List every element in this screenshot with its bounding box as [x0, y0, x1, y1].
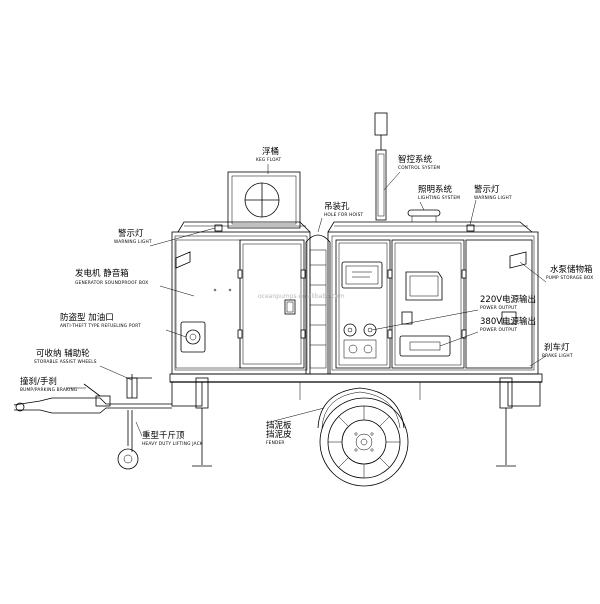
refuel-port-cn: 防盗型 加油口: [60, 312, 114, 323]
output-380-cn: 380V电源输出: [480, 316, 536, 327]
label-bump-brake: 撞刹/手刹 BUMP/PARKING BRAKING: [20, 376, 77, 393]
hoist-hole-en: HOLE FOR HOIST: [324, 212, 364, 218]
bump-brake-en: BUMP/PARKING BRAKING: [20, 387, 77, 393]
hoist-hole-cn: 吊装孔: [324, 201, 350, 212]
label-warning-light-right: 警示灯 WARNING LIGHT: [474, 184, 512, 201]
generator-box-cn: 发电机 静音箱: [75, 268, 129, 279]
control-system-en: CONTROL SYSTEM: [398, 165, 440, 171]
output-220-en: POWER OUTPUT: [480, 305, 517, 311]
brake-light-cn: 刹车灯: [544, 342, 570, 353]
assist-wheel-drawing: [117, 410, 139, 470]
fender-and-wheel-drawing: [317, 387, 409, 487]
label-output-380: 380V电源输出 POWER OUTPUT: [480, 316, 536, 333]
output-220-cn: 220V电源输出: [480, 294, 536, 305]
pump-storage-en: PUMP STORAGE BOX: [546, 275, 593, 281]
warning-light-left-cn: 警示灯: [118, 228, 144, 239]
assist-wheels-en: STORABLE ASSIST WHEELS: [34, 359, 97, 365]
lighting-system-en: LIGHTING SYSTEM: [418, 195, 460, 201]
label-keg-float: 浮桶 KEG FLOAT: [256, 146, 281, 163]
hoist-column-drawing: [305, 234, 331, 375]
generator-box-drawing: [171, 231, 311, 375]
watermark-text: oceanpumps.en.alibaba.com: [258, 293, 345, 300]
warning-light-right-en: WARNING LIGHT: [474, 195, 512, 201]
keg-float-drawing: [227, 171, 301, 229]
label-assist-wheels: 可收纳 辅助轮 STORABLE ASSIST WHEELS: [34, 348, 97, 365]
chassis-frame: [169, 373, 543, 407]
label-control-system: 智控系统 CONTROL SYSTEM: [398, 154, 440, 171]
control-system-cn: 智控系统: [398, 154, 433, 165]
fender-cn: 挡泥板挡泥皮: [266, 420, 292, 440]
assist-wheels-cn: 可收纳 辅助轮: [36, 348, 90, 359]
label-output-220: 220V电源输出 POWER OUTPUT: [480, 294, 536, 311]
bump-brake-cn: 撞刹/手刹: [20, 376, 57, 387]
control-cabinet-drawing: [327, 231, 539, 375]
lifting-jack-cn: 重型千斤顶: [142, 430, 185, 441]
keg-float-cn: 浮桶: [262, 146, 279, 157]
refuel-port-en: ANTI-THEFT TYPE REFUELING PORT: [60, 323, 141, 329]
label-lifting-jack: 重型千斤顶 HEAVY DUTY LIFTING JACK: [142, 430, 203, 447]
brake-light-en: BRAKE LIGHT: [542, 353, 573, 359]
label-refuel-port: 防盗型 加油口 ANTI-THEFT TYPE REFUELING PORT: [60, 312, 141, 329]
leader-lines: [66, 164, 547, 437]
fender-en: FENDER: [266, 440, 285, 446]
lifting-jack-en: HEAVY DUTY LIFTING JACK: [142, 441, 203, 447]
label-brake-light: 刹车灯 BRAKE LIGHT: [542, 342, 573, 359]
generator-box-en: GENERATOR SOUNDPROOF BOX: [75, 280, 148, 286]
lifting-jacks-drawing: [192, 377, 516, 467]
warning-light-right-cn: 警示灯: [474, 184, 500, 195]
label-lighting-system: 照明系统 LIGHTING SYSTEM: [418, 184, 460, 201]
tow-hitch-drawing: [13, 374, 172, 414]
label-hoist-hole: 吊装孔 HOLE FOR HOIST: [324, 201, 364, 218]
label-fender: 挡泥板挡泥皮 FENDER: [266, 420, 292, 446]
pump-storage-cn: 水泵储物箱: [550, 264, 593, 275]
warning-light-left-en: WARNING LIGHT: [114, 239, 152, 245]
cabinet-roof: [177, 209, 533, 233]
output-380-en: POWER OUTPUT: [480, 327, 517, 333]
keg-float-en: KEG FLOAT: [256, 157, 281, 163]
exhaust-stack-drawing: [374, 112, 388, 221]
lighting-system-cn: 照明系统: [418, 184, 453, 195]
label-warning-light-left: 警示灯 WARNING LIGHT: [114, 228, 152, 245]
label-pump-storage: 水泵储物箱 PUMP STORAGE BOX: [546, 264, 593, 281]
label-generator-box: 发电机 静音箱 GENERATOR SOUNDPROOF BOX: [75, 268, 148, 286]
